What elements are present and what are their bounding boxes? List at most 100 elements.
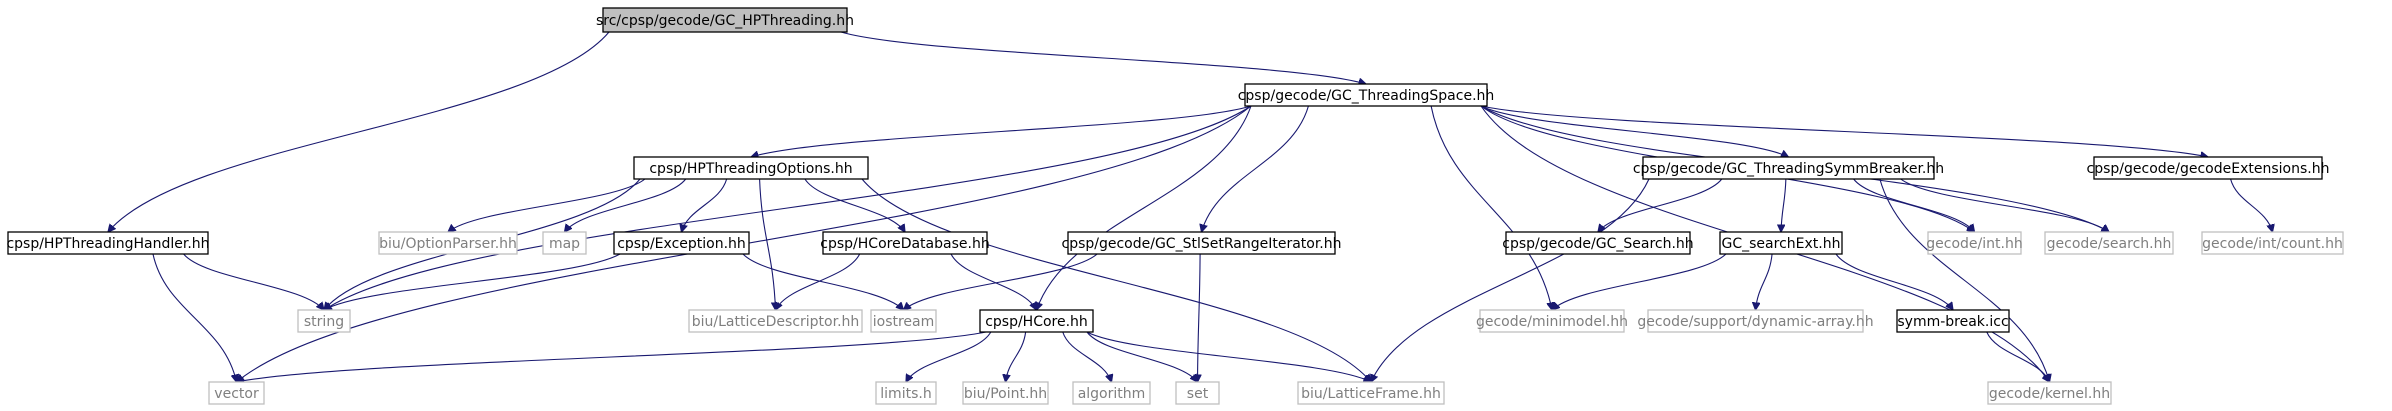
node-cpsp-gecode-gc-threadingsymmbreaker-hh[interactable]: cpsp/gecode/GC_ThreadingSymmBreaker.hh bbox=[1633, 156, 1944, 180]
node-gecode-search-hh: gecode/search.hh bbox=[2044, 231, 2174, 255]
node-box bbox=[542, 231, 587, 255]
edge-root-to-hpthreadinghandler bbox=[108, 31, 610, 232]
node-cpsp-gecode-gc-stlsetrangeiterator-hh[interactable]: cpsp/gecode/GC_StlSetRangeIterator.hh bbox=[1062, 231, 1342, 255]
node-cpsp-gecode-gc-threadingspace-hh[interactable]: cpsp/gecode/GC_ThreadingSpace.hh bbox=[1238, 83, 1495, 107]
edge-symmbreaker-to-kernel bbox=[1879, 178, 2050, 382]
node-box bbox=[297, 309, 351, 333]
node-iostream: iostream bbox=[870, 309, 937, 333]
edge-hpthreadingoptions-to-latticeframe bbox=[861, 178, 1371, 382]
node-box bbox=[1987, 381, 2112, 405]
node-box bbox=[1297, 381, 1445, 405]
node-label: cpsp/HCore.hh bbox=[985, 314, 1088, 330]
edge-root-to-threadingspace bbox=[840, 31, 1366, 84]
node-gc-searchext-hh[interactable]: GC_searchExt.hh bbox=[1719, 231, 1843, 255]
node-box bbox=[875, 381, 937, 405]
node-cpsp-gecode-gc-search-hh[interactable]: cpsp/gecode/GC_Search.hh bbox=[1502, 231, 1694, 255]
node-label: map bbox=[549, 236, 580, 252]
node-gecode-support-dynamic-array-hh: gecode/support/dynamic-array.hh bbox=[1637, 309, 1874, 333]
node-label: cpsp/gecode/GC_StlSetRangeIterator.hh bbox=[1062, 236, 1342, 252]
node-label: vector bbox=[214, 386, 259, 402]
edge-threadingspace-to-symmbreaker bbox=[1480, 105, 1789, 157]
node-box bbox=[979, 309, 1094, 333]
node-set: set bbox=[1175, 381, 1220, 405]
node-label: algorithm bbox=[1078, 386, 1146, 402]
node-box bbox=[378, 231, 518, 255]
edge-hcore-to-set bbox=[1086, 331, 1198, 382]
edge-gecodeext-to-intcount bbox=[2230, 178, 2273, 232]
node-label: gecode/search.hh bbox=[2047, 236, 2172, 252]
node-cpsp-hcoredatabase-hh[interactable]: cpsp/HCoreDatabase.hh bbox=[820, 231, 990, 255]
node-box bbox=[822, 231, 988, 255]
node-box bbox=[1072, 381, 1151, 405]
node-cpsp-exception-hh[interactable]: cpsp/Exception.hh bbox=[613, 231, 750, 255]
node-label: iostream bbox=[873, 314, 935, 330]
node-label: cpsp/HPThreadingHandler.hh bbox=[6, 236, 209, 252]
node-gecode-kernel-hh: gecode/kernel.hh bbox=[1987, 381, 2112, 405]
node-cpsp-hcore-hh[interactable]: cpsp/HCore.hh bbox=[979, 309, 1094, 333]
edge-hcoredatabase-to-latticedesc bbox=[776, 253, 861, 310]
node-box bbox=[870, 309, 937, 333]
edge-hcoredatabase-to-hcore bbox=[950, 253, 1036, 310]
edge-symmbreaker-to-latticeframe bbox=[1371, 178, 1650, 382]
edge-symmbreaker-to-gecodesearch bbox=[1900, 178, 2109, 232]
node-box bbox=[2044, 231, 2174, 255]
node-biu-point-hh: biu/Point.hh bbox=[962, 381, 1049, 405]
node-label: gecode/int.hh bbox=[1926, 236, 2022, 252]
node-box bbox=[1244, 83, 1488, 107]
node-biu-optionparser-hh: biu/OptionParser.hh bbox=[378, 231, 518, 255]
node-label: limits.h bbox=[880, 386, 931, 402]
edge-hpthreadingoptions-to-optionparser bbox=[448, 178, 646, 232]
node-box bbox=[602, 7, 848, 33]
node-label: src/cpsp/gecode/GC_HPThreading.hh bbox=[596, 13, 854, 29]
node-label: symm-break.icc bbox=[1897, 314, 2008, 330]
edge-symmbreaker-to-searchext bbox=[1781, 178, 1787, 232]
node-box bbox=[688, 309, 863, 333]
node-cpsp-gecode-gecodeextensions-hh[interactable]: cpsp/gecode/gecodeExtensions.hh bbox=[2087, 156, 2330, 180]
node-cpsp-hpthreadingoptions-hh[interactable]: cpsp/HPThreadingOptions.hh bbox=[633, 156, 869, 180]
node-label: cpsp/gecode/gecodeExtensions.hh bbox=[2087, 161, 2330, 177]
edge-threadingspace-to-stlsetrange bbox=[1202, 105, 1309, 232]
node-symm-break-icc[interactable]: symm-break.icc bbox=[1896, 309, 2010, 333]
node-box bbox=[2201, 231, 2344, 255]
edge-searchext-to-minimodel bbox=[1552, 253, 1727, 310]
node-string: string bbox=[297, 309, 351, 333]
edge-hcore-to-limits bbox=[906, 331, 992, 382]
node-label: gecode/int/count.hh bbox=[2202, 236, 2343, 252]
edge-hpthreadingoptions-to-latticedesc bbox=[759, 178, 776, 310]
node-vector: vector bbox=[208, 381, 265, 405]
node-biu-latticedescriptor-hh: biu/LatticeDescriptor.hh bbox=[688, 309, 863, 333]
node-label: cpsp/gecode/GC_ThreadingSymmBreaker.hh bbox=[1633, 161, 1944, 177]
node-algorithm: algorithm bbox=[1072, 381, 1151, 405]
node-cpsp-hpthreadinghandler-hh[interactable]: cpsp/HPThreadingHandler.hh bbox=[6, 231, 210, 255]
node-label: string bbox=[304, 314, 344, 330]
edge-exception-to-iostream bbox=[742, 253, 904, 310]
node-label: biu/LatticeFrame.hh bbox=[1301, 386, 1441, 402]
node-box bbox=[962, 381, 1049, 405]
edge-exception-to-string bbox=[324, 253, 621, 310]
node-label: cpsp/HPThreadingOptions.hh bbox=[649, 161, 852, 177]
edge-symmbreaker-to-gecodeint bbox=[1853, 178, 1975, 232]
node-label: biu/OptionParser.hh bbox=[379, 236, 517, 252]
edge-hpthreadingoptions-to-hcoredatabase bbox=[804, 178, 905, 232]
edge-symmbreaker-to-gcsearch bbox=[1598, 178, 1723, 232]
node-map: map bbox=[542, 231, 587, 255]
node-biu-latticeframe-hh: biu/LatticeFrame.hh bbox=[1297, 381, 1445, 405]
node-label: cpsp/Exception.hh bbox=[617, 236, 746, 252]
edge-stlsetrange-to-iostream bbox=[904, 253, 1098, 310]
edge-threadingspace-to-hpthreadingoptions bbox=[751, 105, 1252, 157]
node-label: cpsp/HCoreDatabase.hh bbox=[820, 236, 989, 252]
edge-hcore-to-latticeframe bbox=[1086, 331, 1371, 382]
node-box bbox=[633, 156, 869, 180]
node-src-cpsp-gecode-gc-hpthreading-hh[interactable]: src/cpsp/gecode/GC_HPThreading.hh bbox=[596, 7, 854, 33]
node-box bbox=[1719, 231, 1843, 255]
node-label: gecode/minimodel.hh bbox=[1476, 314, 1628, 330]
node-limits-h: limits.h bbox=[875, 381, 937, 405]
edge-searchext-to-dynarray bbox=[1756, 253, 1773, 310]
node-box bbox=[1479, 309, 1625, 333]
edge-threadingspace-to-minimodel bbox=[1430, 105, 1552, 310]
node-box bbox=[1647, 309, 1864, 333]
edge-hcore-to-vector bbox=[237, 331, 987, 382]
node-box bbox=[1175, 381, 1220, 405]
node-label: gecode/support/dynamic-array.hh bbox=[1637, 314, 1873, 330]
edge-hpthreadinghandler-to-vector bbox=[152, 253, 237, 382]
